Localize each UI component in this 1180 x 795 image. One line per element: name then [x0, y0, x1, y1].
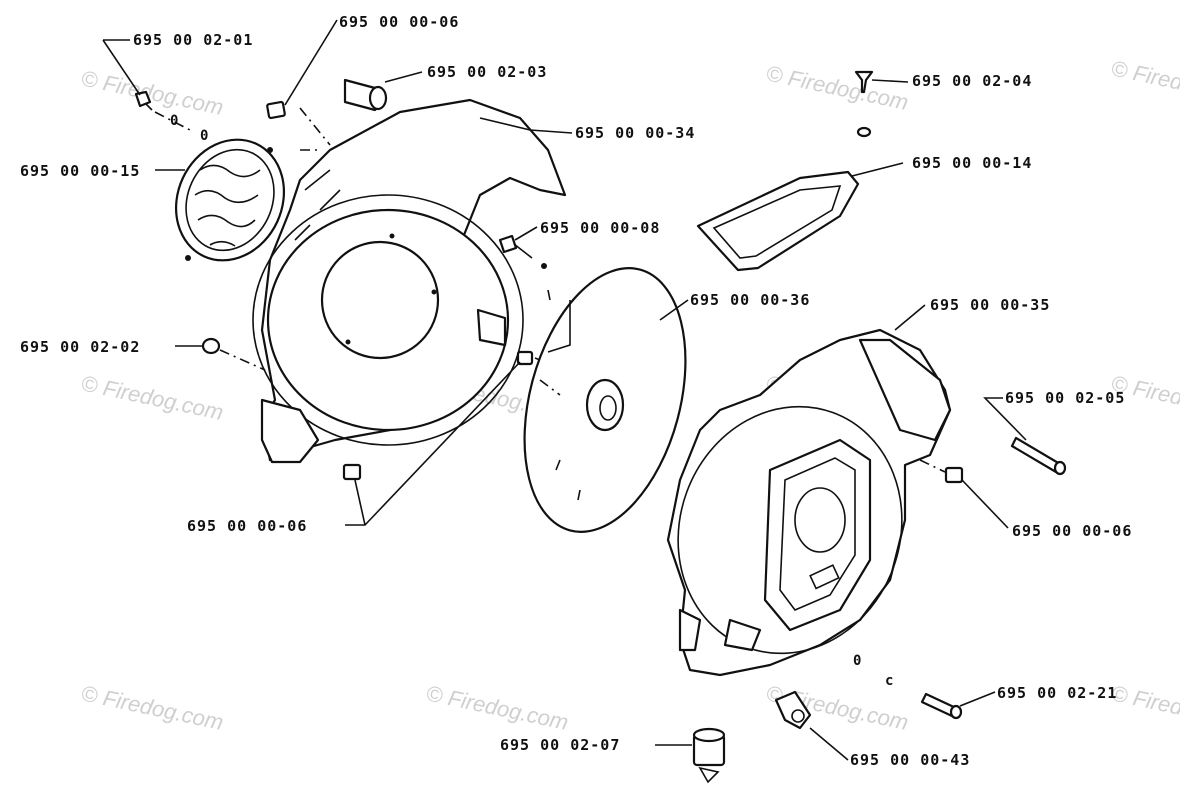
label-02-01: 695 00 02-01: [133, 31, 253, 49]
nut-00-06-top: [266, 100, 286, 120]
label-00-08: 695 00 00-08: [540, 219, 660, 237]
label-00-06-left: 695 00 00-06: [187, 517, 307, 535]
label-02-04: 695 00 02-04: [912, 72, 1032, 90]
label-02-03: 695 00 02-03: [427, 63, 547, 81]
nut-00-06-mid: [516, 350, 534, 366]
fan-housing-right: [666, 328, 952, 677]
screw-02-05: [1010, 436, 1067, 476]
part-02-07: [692, 727, 726, 784]
label-02-02: 695 00 02-02: [20, 338, 140, 356]
filter-grille: [174, 138, 286, 262]
grommet-02-02: [201, 337, 221, 355]
watermark: © Firedog.com: [764, 60, 911, 115]
screw-02-21: 0 c: [853, 653, 963, 720]
bolt-02-01: 0 0: [134, 90, 209, 144]
svg-text:0: 0: [200, 128, 209, 144]
svg-text:0: 0: [853, 653, 862, 669]
watermark: © Firedog.com: [79, 65, 226, 120]
screw-02-04: [854, 70, 874, 138]
cylinder-02-03: [343, 78, 388, 112]
duct-00-14: [696, 170, 860, 272]
impeller-disc: [523, 267, 687, 533]
label-00-15: 695 00 00-15: [20, 162, 140, 180]
watermark: © Firedog.com: [79, 680, 226, 735]
watermark: © Firedog.com: [424, 680, 571, 735]
clip-00-43: [774, 690, 812, 730]
label-02-21: 695 00 02-21: [997, 684, 1117, 702]
svg-text:0: 0: [170, 113, 179, 129]
screw-00-08: [498, 234, 547, 269]
nut-00-06-left: [342, 463, 362, 481]
nut-00-06-right: [944, 466, 964, 484]
label-00-35: 695 00 00-35: [930, 296, 1050, 314]
label-00-14: 695 00 00-14: [912, 154, 1032, 172]
label-02-07: 695 00 02-07: [500, 736, 620, 754]
watermark: © Firedog.com: [1109, 680, 1180, 735]
label-00-06-right: 695 00 00-06: [1012, 522, 1132, 540]
watermark: © Firedog.com: [79, 370, 226, 425]
label-00-43: 695 00 00-43: [850, 751, 970, 769]
leader-lines: [102, 19, 1027, 761]
svg-text:c: c: [885, 673, 894, 689]
label-00-36: 695 00 00-36: [690, 291, 810, 309]
label-00-06-top: 695 00 00-06: [339, 13, 459, 31]
label-00-34: 695 00 00-34: [575, 124, 695, 142]
label-02-05: 695 00 02-05: [1005, 389, 1125, 407]
part-labels: 695 00 02-01 695 00 00-06 695 00 02-03 6…: [20, 13, 1132, 769]
fan-housing-left: [252, 98, 567, 464]
watermark: © Firedog.com: [1109, 55, 1180, 110]
